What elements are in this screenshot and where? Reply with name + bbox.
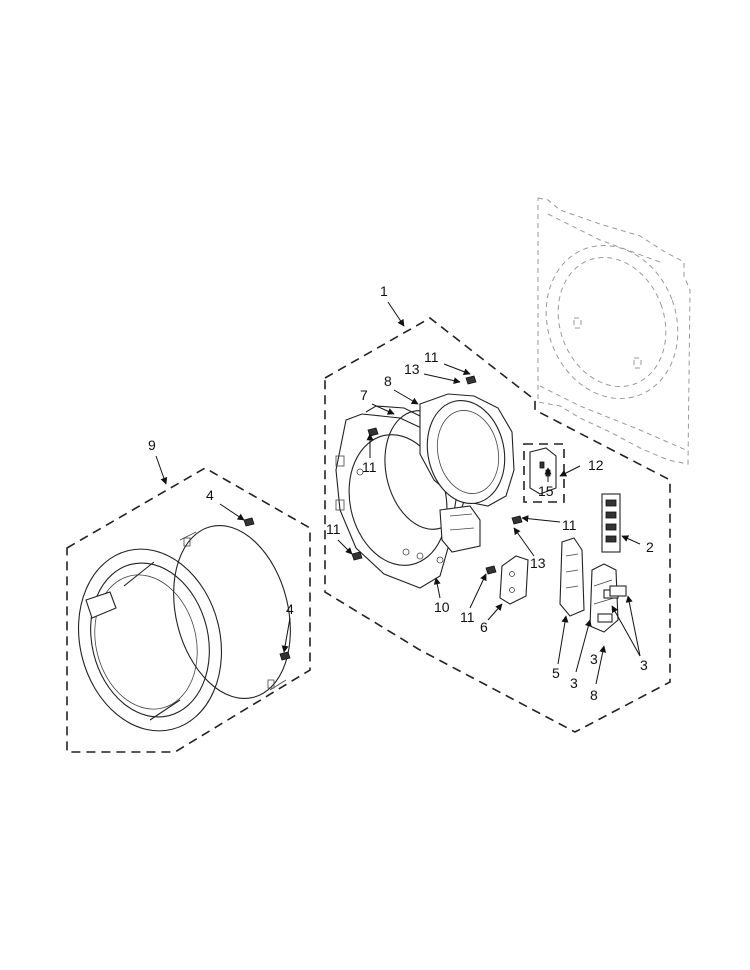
callout-4-a: 4 <box>206 487 214 503</box>
assembly-1-boundary <box>324 317 671 733</box>
door-hinge-ring-part <box>335 413 457 589</box>
screws-part-4 <box>243 517 291 661</box>
leader-lines <box>155 301 641 685</box>
callout-11-a: 11 <box>424 349 439 365</box>
hinge-bracket-part-5 <box>559 537 585 617</box>
callout-4-b: 4 <box>286 601 294 617</box>
inner-door-liner-part <box>173 524 291 700</box>
callout-6: 6 <box>480 619 488 635</box>
callout-3-c: 3 <box>590 651 598 667</box>
callout-11-b: 11 <box>362 459 377 475</box>
callout-15: 15 <box>538 483 554 499</box>
callout-12: 12 <box>588 457 604 473</box>
callout-10: 10 <box>434 599 450 615</box>
callout-8-b: 8 <box>590 687 598 703</box>
callout-13-a: 13 <box>404 361 420 377</box>
callout-11-c: 11 <box>326 521 341 537</box>
callout-3-b: 3 <box>640 657 648 673</box>
hinge-bracket-part <box>439 505 481 553</box>
assembly-9-boundary <box>66 467 311 753</box>
callout-2: 2 <box>646 539 654 555</box>
callout-11-d: 11 <box>460 609 475 625</box>
callout-labels: 1 2 3 3 3 4 4 5 6 7 8 8 9 10 11 11 11 11… <box>148 283 654 703</box>
outer-door-part <box>77 548 223 732</box>
latch-strike-part <box>601 493 621 553</box>
callout-3-a: 3 <box>570 675 578 691</box>
cabinet-front-panel-ghost <box>537 197 691 465</box>
hinge-part-6 <box>499 555 529 605</box>
callout-7: 7 <box>360 387 368 403</box>
callout-5: 5 <box>552 665 560 681</box>
callout-9: 9 <box>148 437 156 453</box>
door-glass-part <box>419 393 515 507</box>
callout-13-b: 13 <box>530 555 546 571</box>
callout-8-a: 8 <box>384 373 392 389</box>
callout-11-e: 11 <box>562 517 577 533</box>
screws-part-11 <box>351 375 523 575</box>
callout-1: 1 <box>380 283 388 299</box>
